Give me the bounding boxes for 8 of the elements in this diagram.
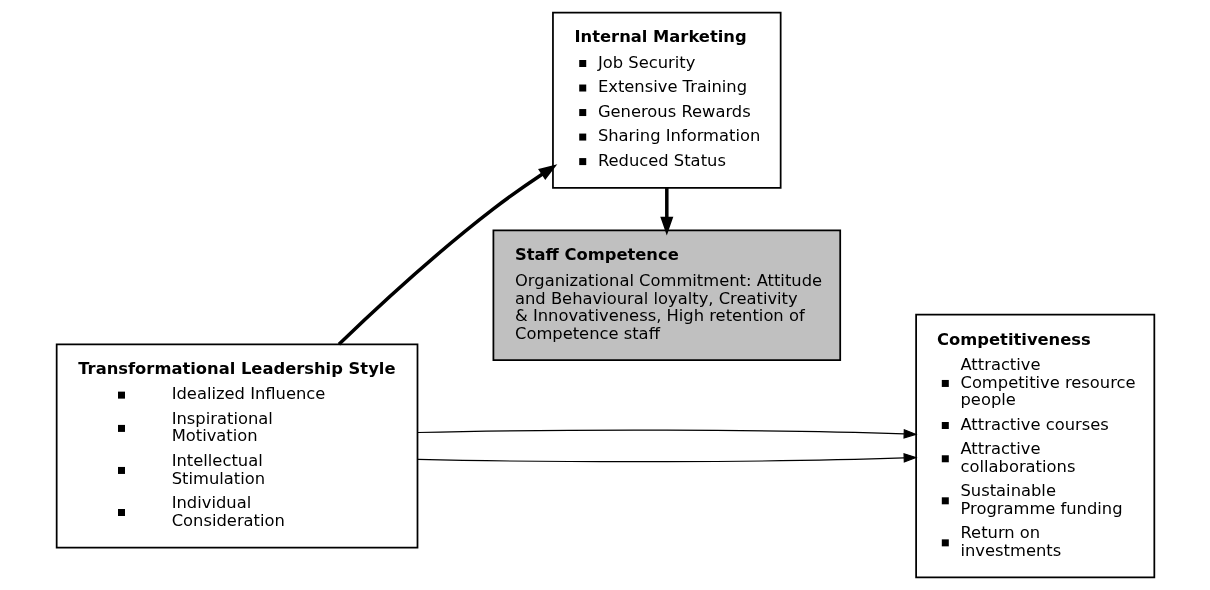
arrow bbox=[416, 453, 918, 463]
node-box: Internal Marketing Job Security Extensive Training Generous Rewards Sharing Information Reduced Status bbox=[551, 11, 782, 189]
arrow bbox=[416, 429, 918, 439]
arrow bbox=[337, 164, 557, 346]
node-box: Staff Competence Organizational Commitment: Attitude and Behavioural loyalty, Creativity & Innovativeness, High retention of Competence staff bbox=[492, 229, 841, 361]
arrow bbox=[659, 188, 673, 236]
node-box: Transformational Leadership Style Idealized Influence Inspirational Motivation Intellectual Stimulation Individual Consideration bbox=[55, 343, 418, 549]
node-box: Competitiveness Attractive Competitive resource people Attractive courses Attractive collaborations Sustainable Programme funding Return on investments bbox=[914, 313, 1155, 579]
